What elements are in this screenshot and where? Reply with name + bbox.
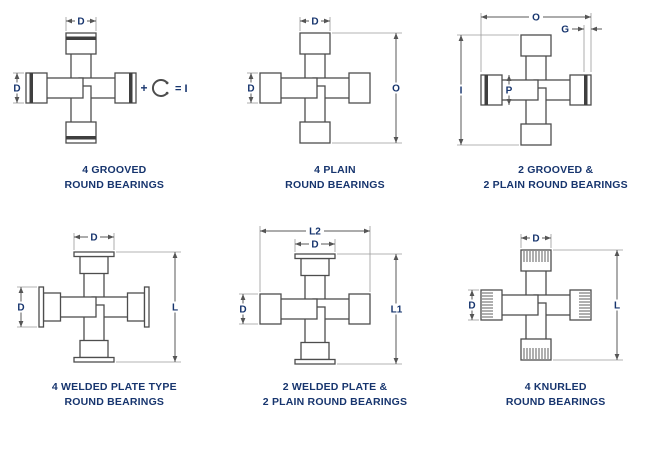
caption-line-2: ROUND BEARINGS — [505, 395, 606, 408]
dim-l2-top: L2 — [259, 225, 371, 292]
diagram-caption: 4 KNURLED ROUND BEARINGS — [506, 380, 606, 409]
caption-line-1: 4 WELDED PLATE TYPE — [51, 381, 177, 393]
caption-line-1: 2 WELDED PLATE & — [282, 381, 388, 393]
dim-label-p-inner: P — [505, 86, 512, 97]
dim-d-left: D — [465, 289, 479, 321]
diagram-cell-4-knurled: D D L 4 KNURLED ROUND BEARINGS — [445, 225, 666, 442]
dim-d-top-inner: D — [294, 238, 336, 252]
dim-label-d-left: D — [239, 305, 246, 316]
diagram-2-welded-2-plain: L2 D D — [236, 225, 405, 365]
caption-line-1: 2 GROOVED & — [518, 164, 594, 176]
dim-label-o-right: O — [392, 84, 400, 95]
ujoint-cross-grooved — [26, 33, 136, 143]
dim-label-d-left: D — [14, 84, 21, 95]
plus-sign: + — [141, 81, 148, 95]
dim-d-top: D — [520, 232, 552, 248]
diagram-cell-2-welded-2-plain: L2 D D — [225, 225, 446, 442]
diagram-caption: 4 WELDED PLATE TYPE ROUND BEARINGS — [52, 380, 177, 409]
caption-line-2: ROUND BEARINGS — [64, 395, 165, 408]
dim-label-d-top: D — [311, 17, 318, 28]
dim-d-top: D — [73, 231, 115, 250]
diagram-caption: 4 PLAIN ROUND BEARINGS — [285, 163, 385, 192]
caption-line-1: 4 PLAIN — [314, 164, 356, 176]
caption-line-1: 4 KNURLED — [524, 381, 587, 393]
caption-line-2: 2 PLAIN ROUND BEARINGS — [483, 178, 628, 191]
diagram-cell-2-grooved-2-plain: O G I P 2 GR — [445, 8, 666, 225]
dim-i-left: I — [454, 34, 519, 146]
caption-line-2: 2 PLAIN ROUND BEARINGS — [262, 395, 408, 408]
ujoint-cross-plain — [260, 33, 370, 143]
dim-d-left: D — [236, 293, 258, 325]
dim-label-l1-right: L1 — [391, 305, 403, 316]
caption-line-1: 4 GROOVED — [82, 164, 147, 176]
caption-line-2: ROUND BEARINGS — [285, 178, 385, 191]
dim-d-left: D — [11, 72, 25, 104]
ujoint-cross-knurled — [481, 250, 591, 360]
dim-l-right: L — [116, 251, 182, 363]
diagram-cell-4-welded-plate: D D L 4 WELDED PLATE TYPE ROUND BEARI — [4, 225, 225, 442]
dim-label-d-left: D — [468, 301, 475, 312]
diagram-4-grooved: D D + = I — [11, 15, 188, 158]
dim-d-left: D — [244, 72, 258, 104]
dim-label-l-right: L — [172, 303, 178, 314]
diagram-4-welded-plate: D D L — [15, 231, 182, 363]
diagram-4-knurled: D D L — [465, 232, 623, 361]
diagram-2-grooved-2-plain: O G I P — [454, 11, 602, 146]
equals-i-label: = I — [175, 83, 188, 95]
dim-label-d-top-inner: D — [311, 240, 318, 251]
dim-g: G — [561, 25, 602, 72]
dim-d-top: D — [65, 15, 97, 31]
snap-ring-icon — [152, 79, 169, 97]
dim-d-left: D — [15, 286, 38, 328]
diagram-caption: 2 WELDED PLATE & 2 PLAIN ROUND BEARINGS — [263, 380, 407, 409]
dim-label-d-top: D — [532, 234, 539, 245]
dim-l1-right: L1 — [336, 253, 405, 365]
diagram-caption: 4 GROOVED ROUND BEARINGS — [65, 163, 165, 192]
snap-ring-equation: + = I — [141, 79, 188, 97]
dim-o-right: O — [331, 32, 402, 144]
dim-label-d-left: D — [247, 84, 254, 95]
ujoint-cross-welded-plate — [39, 252, 149, 362]
dim-d-top: D — [299, 15, 331, 31]
dim-label-l-right: L — [614, 301, 620, 312]
diagram-cell-4-plain: D D O 4 PLAIN ROUND BEARINGS — [225, 8, 446, 225]
diagram-4-plain: D D O — [244, 15, 402, 144]
dim-label-d-left: D — [18, 303, 25, 314]
dim-label-i-left: I — [459, 86, 462, 97]
diagram-cell-4-grooved: D D + = I 4 GROOVED ROU — [4, 8, 225, 225]
dim-label-d-top: D — [91, 233, 98, 244]
dim-label-o-top: O — [532, 13, 540, 24]
dim-p-inner: P — [502, 75, 515, 105]
dim-label-g: G — [561, 25, 569, 36]
dim-l-right: L — [552, 249, 623, 361]
ujoint-cross-grooved-plain — [481, 35, 591, 145]
dim-o-top: O — [480, 11, 592, 72]
diagram-caption: 2 GROOVED & 2 PLAIN ROUND BEARINGS — [483, 163, 627, 192]
ujoint-cross-welded-plain — [260, 254, 370, 364]
dim-label-d-top: D — [78, 17, 85, 28]
caption-line-2: ROUND BEARINGS — [64, 178, 165, 191]
dim-label-l2-top: L2 — [309, 227, 321, 238]
